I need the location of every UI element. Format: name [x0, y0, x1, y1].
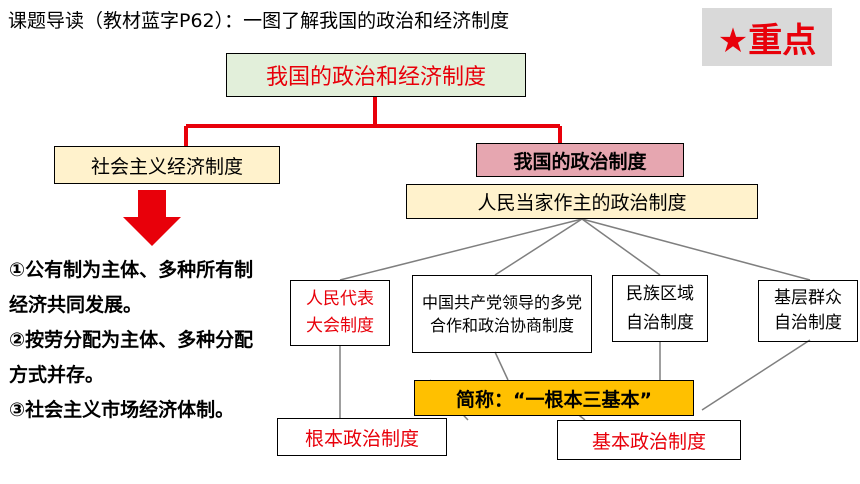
basic-system-node: 基本政治制度: [557, 420, 741, 460]
economic-points: ①公有制为主体、多种所有制经济共同发展。 ②按劳分配为主体、多种分配方式并存。 …: [9, 253, 267, 428]
down-arrow: [123, 190, 181, 246]
fundamental-system-node: 根本政治制度: [277, 418, 447, 456]
page-title: 课题导读（教材蓝字P62）：一图了解我国的政治和经济制度: [8, 10, 510, 32]
key-point-badge: ★重点: [702, 8, 832, 66]
summary-node: 简称：“一根本三基本”: [414, 380, 694, 416]
root-bracket: [184, 97, 562, 148]
npc-system-node: 人民代表大会制度: [290, 280, 390, 346]
economic-system-node: 社会主义经济制度: [54, 146, 280, 184]
economic-point-3: ③社会主义市场经济体制。: [9, 399, 235, 421]
people-master-node: 人民当家作主的政治制度: [406, 184, 758, 219]
grassroots-autonomy-label: 基层群众自治制度: [774, 288, 842, 333]
cpc-cooperation-label: 中国共产党领导的多党合作和政治协商制度: [421, 293, 582, 335]
grassroots-autonomy-node: 基层群众自治制度: [758, 280, 858, 342]
ethnic-autonomy-label: 民族区域自治制度: [626, 283, 694, 333]
npc-system-label: 人民代表大会制度: [306, 289, 374, 336]
ethnic-autonomy-node: 民族区域自治制度: [612, 275, 708, 342]
cpc-cooperation-node: 中国共产党领导的多党合作和政治协商制度: [412, 275, 592, 353]
political-system-node: 我国的政治制度: [476, 143, 684, 177]
economic-point-1: ①公有制为主体、多种所有制经济共同发展。: [9, 259, 254, 316]
economic-point-2: ②按劳分配为主体、多种分配方式并存。: [9, 329, 254, 386]
root-node: 我国的政治和经济制度: [226, 53, 526, 97]
